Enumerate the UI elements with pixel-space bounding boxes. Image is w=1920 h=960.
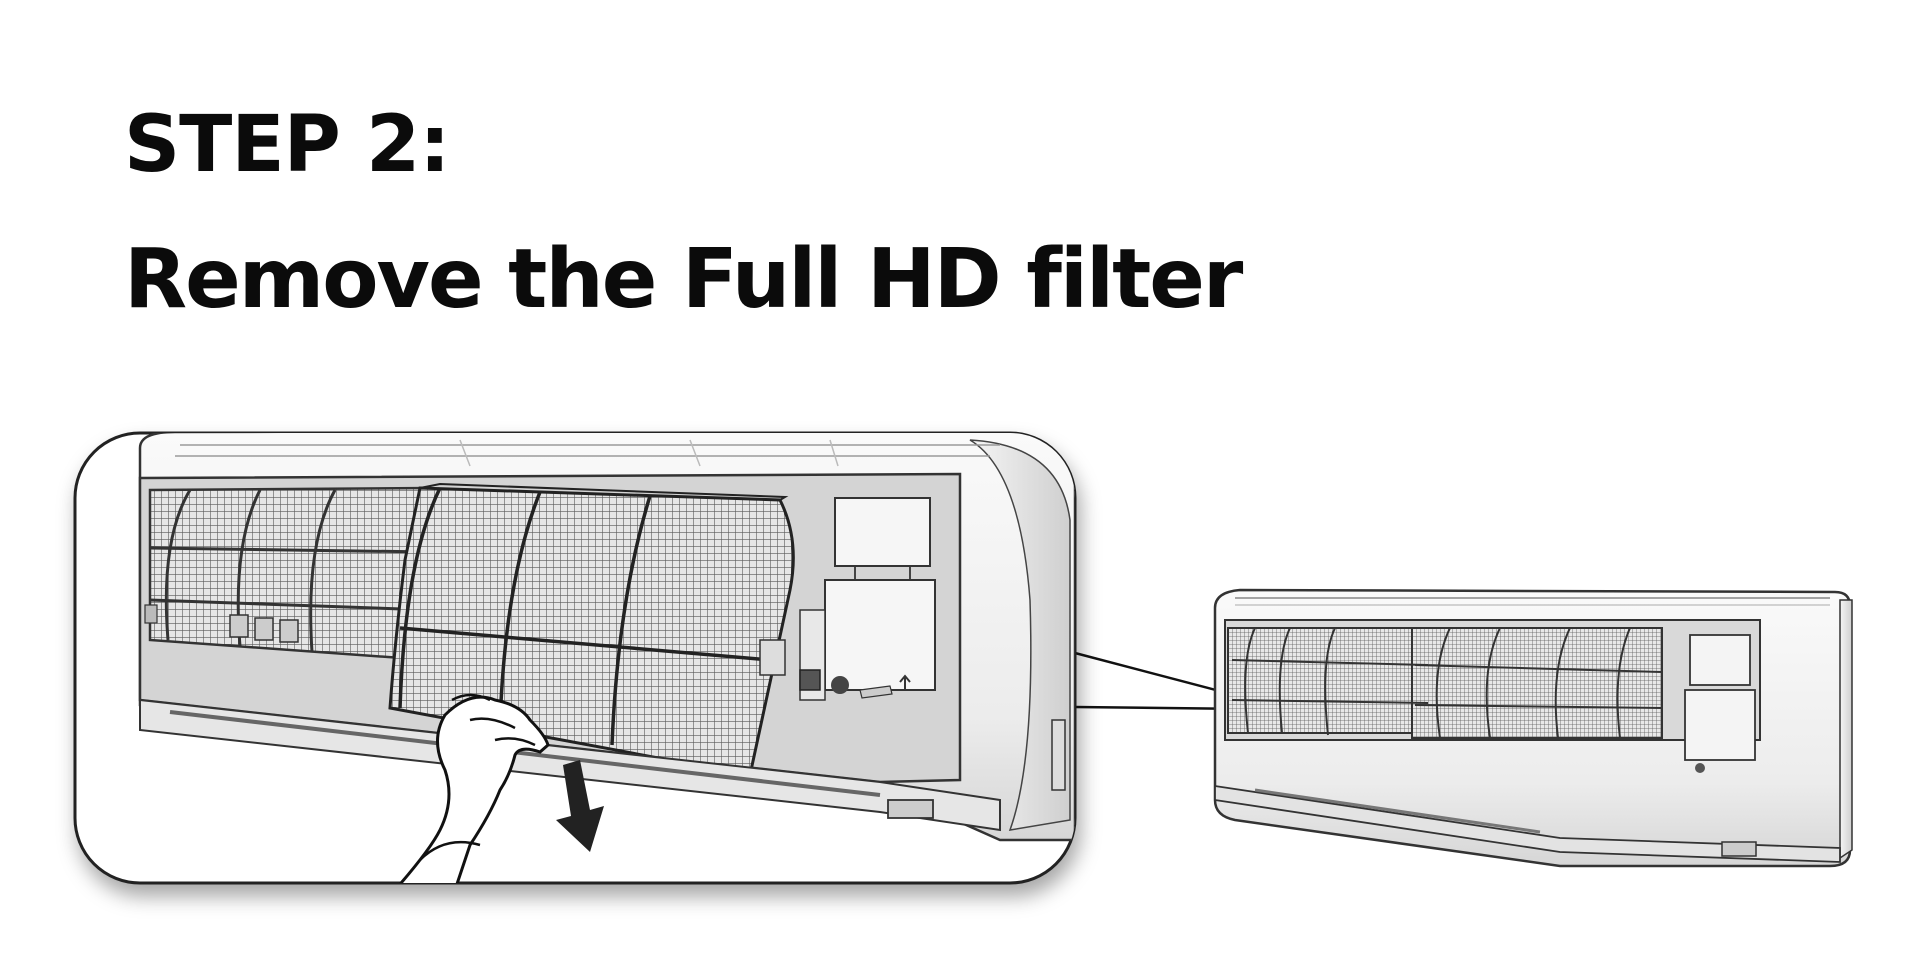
air-conditioner-unit-small (1213, 588, 1853, 868)
step-title: STEP 2: (124, 100, 450, 190)
hand-icon (391, 693, 550, 883)
step-description: Remove the Full HD filter (124, 232, 1243, 327)
filter-fixed-section (144, 486, 432, 662)
control-box (759, 497, 936, 701)
zoom-panel (73, 431, 1077, 885)
arrow-down-icon (556, 760, 604, 852)
